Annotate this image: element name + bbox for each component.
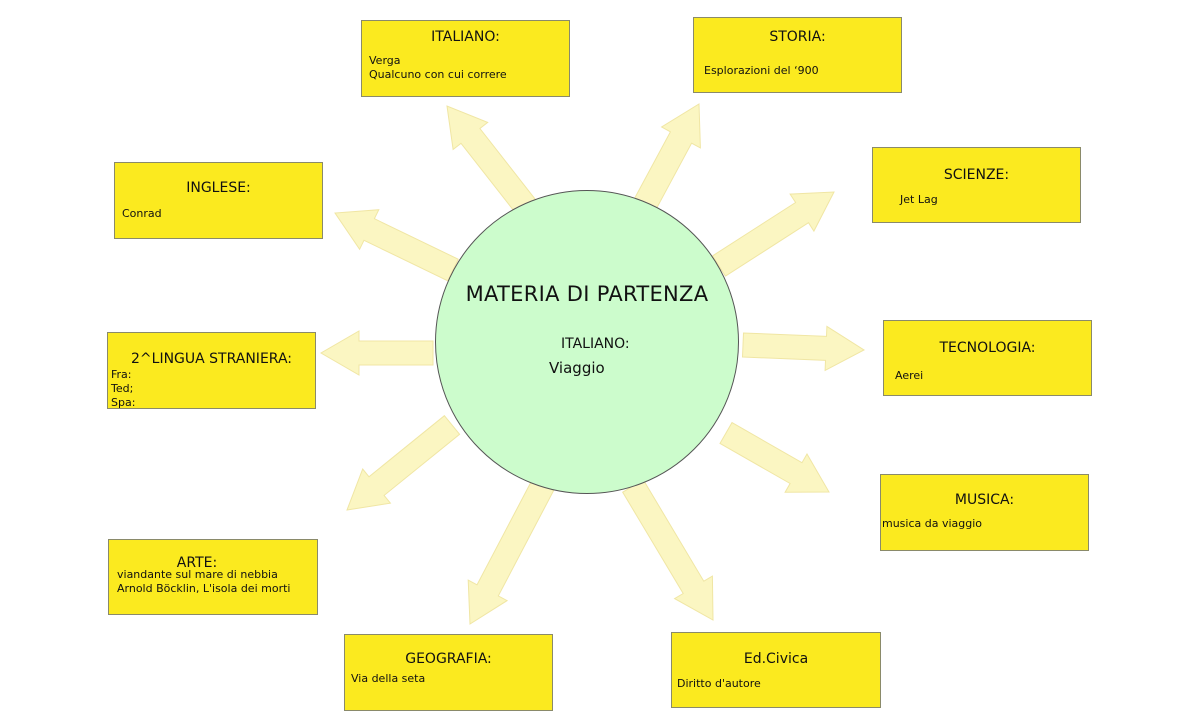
connector-arrow (741, 325, 865, 372)
hub-title: MATERIA DI PARTENZA (465, 282, 709, 306)
subject-box-seconda-lingua[interactable]: 2^LINGUA STRANIERA: Fra: Ted; Spa: (107, 332, 316, 409)
subject-box-line: Spa: (111, 396, 136, 409)
subject-box-scienze[interactable]: SCIENZE: Jet Lag (872, 147, 1081, 223)
subject-box-italiano[interactable]: ITALIANO: Verga Qualcuno con cui correre (361, 20, 570, 97)
connector-arrow (622, 479, 714, 621)
subject-box-line: Jet Lag (900, 193, 938, 206)
connector-arrow (334, 209, 459, 282)
subject-box-arte[interactable]: ARTE: viandante sul mare di nebbia Arnol… (108, 539, 318, 615)
subject-box-title: STORIA: (769, 29, 826, 45)
subject-box-line: musica da viaggio (882, 517, 983, 530)
subject-box-line: Esplorazioni del ‘900 (704, 64, 819, 77)
subject-box-title: TECNOLOGIA: (939, 340, 1036, 356)
connector-arrow (719, 421, 830, 493)
subject-box-line: viandante sul mare di nebbia (117, 568, 278, 581)
subject-box-musica[interactable]: MUSICA: musica da viaggio (880, 474, 1089, 551)
subject-box-title: ITALIANO: (431, 29, 500, 45)
subject-box-ed-civica[interactable]: Ed.Civica Diritto d'autore (671, 632, 881, 708)
subject-box-title: 2^LINGUA STRANIERA: (131, 351, 292, 367)
hub-subject: ITALIANO: (561, 336, 630, 352)
hub-topic: Viaggio (549, 359, 605, 377)
subject-box-line: Qualcuno con cui correre (369, 68, 507, 81)
connector-arrow (630, 103, 701, 217)
subject-box-title: SCIENZE: (943, 167, 1010, 183)
subject-box-line: Verga (369, 54, 401, 67)
subject-box-line: Diritto d'autore (677, 677, 761, 690)
connector-arrow (320, 330, 434, 376)
central-topic-circle[interactable] (435, 190, 739, 494)
subject-box-title: GEOGRAFIA: (405, 651, 492, 667)
subject-box-storia[interactable]: STORIA: Esplorazioni del ‘900 (693, 17, 902, 93)
connector-arrow (711, 191, 835, 277)
subject-box-line: Ted; (111, 382, 134, 395)
subject-box-title: Ed.Civica (743, 651, 809, 667)
subject-box-line: Aerei (895, 369, 924, 382)
subject-box-line: Fra: (111, 368, 132, 381)
subject-box-line: Via della seta (351, 672, 426, 685)
subject-box-inglese[interactable]: INGLESE: Conrad (114, 162, 323, 239)
subject-box-title: MUSICA: (954, 492, 1015, 508)
subject-box-tecnologia[interactable]: TECNOLOGIA: Aerei (883, 320, 1092, 396)
subject-box-geografia[interactable]: GEOGRAFIA: Via della seta (344, 634, 553, 711)
subject-box-line: Conrad (122, 207, 162, 220)
connector-arrow (467, 478, 555, 625)
connector-arrow (446, 105, 541, 221)
subject-box-title: ARTE: (176, 555, 218, 571)
subject-box-line: Arnold Böcklin, L'isola dei morti (117, 582, 291, 595)
connector-arrow (346, 414, 461, 511)
subject-box-title: INGLESE: (186, 180, 251, 196)
